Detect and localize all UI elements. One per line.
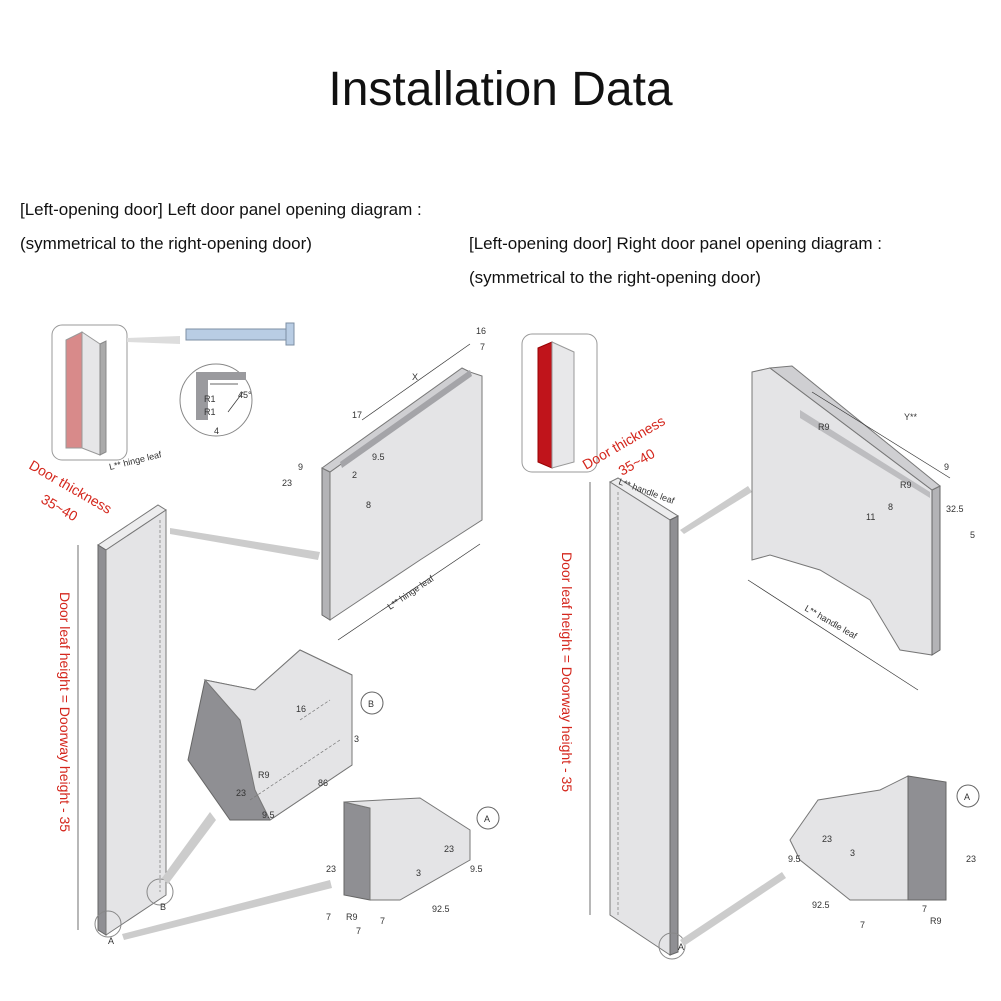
dim-ar9: R9 (346, 912, 358, 922)
dim-r8: 8 (888, 502, 893, 512)
marker-b: B (368, 699, 374, 709)
left-door-thumbnail (51, 324, 128, 461)
right-handle-leaf-large: L** handle leaf (803, 603, 859, 641)
right-caption-line1: [Left-opening door] Right door panel ope… (469, 234, 883, 253)
dim-8: 8 (366, 500, 371, 510)
dim-br9: R9 (258, 770, 270, 780)
dim-23: 23 (282, 478, 292, 488)
right-caption-line2: (symmetrical to the right-opening door) (469, 268, 761, 287)
dim-a92-5: 92.5 (432, 904, 450, 914)
dim-4: 4 (214, 426, 219, 436)
dim-2: 2 (352, 470, 357, 480)
dim-ra7b: 7 (922, 904, 927, 914)
dim-r9b: R9 (900, 480, 912, 490)
dim-r9a: R9 (818, 422, 830, 432)
left-caption-line1: [Left-opening door] Left door panel open… (20, 200, 422, 219)
dim-ra23b: 23 (966, 854, 976, 864)
page-title: Installation Data (328, 63, 673, 116)
dim-y: Y** (904, 412, 918, 422)
left-marker-a-small: A (108, 936, 114, 946)
left-door-diagram: R1 R1 45° 4 Door thickness 35~40 Door le… (27, 322, 500, 946)
marker-a-left: A (484, 814, 490, 824)
dim-a3: 3 (416, 868, 421, 878)
left-tall-door (97, 504, 167, 936)
dim-b16: 16 (296, 704, 306, 714)
dim-ra23a: 23 (822, 834, 832, 844)
right-handle-panel (751, 365, 941, 656)
dim-a23b: 23 (444, 844, 454, 854)
dim-r32-5: 32.5 (946, 504, 964, 514)
dim-b9-5: 9.5 (262, 810, 275, 820)
right-tall-door (608, 477, 680, 956)
dim-r9: 9 (944, 462, 949, 472)
dim-a7b: 7 (380, 916, 385, 926)
marker-a-right: A (964, 792, 970, 802)
right-door-thumbnail (521, 333, 598, 473)
dim-r1b: R1 (204, 407, 216, 417)
dim-r11: 11 (866, 512, 875, 522)
dim-9-5: 9.5 (372, 452, 385, 462)
right-marker-a-small: A (678, 942, 684, 952)
detail-a-right (789, 775, 947, 901)
hinge-strip-icon (185, 322, 295, 346)
dim-17: 17 (352, 410, 362, 420)
hinge-profile-detail (179, 363, 253, 437)
dim-ra9-5: 9.5 (788, 854, 801, 864)
left-hinge-leaf-large: L** hinge leaf (386, 573, 436, 612)
dim-a7c: 7 (356, 926, 361, 936)
dim-ra3: 3 (850, 848, 855, 858)
dim-7: 7 (480, 342, 485, 352)
dim-45: 45° (238, 390, 252, 400)
right-door-diagram: Door thickness 35~40 Door leaf height = … (521, 333, 980, 960)
dim-a23a: 23 (326, 864, 336, 874)
dim-b86: 86 (318, 778, 328, 788)
dim-rar9: R9 (930, 916, 942, 926)
dim-ra92-5: 92.5 (812, 900, 830, 910)
dim-r5: 5 (970, 530, 975, 540)
dim-x: X (412, 372, 418, 382)
right-leaf-height-label: Door leaf height = Doorway height - 35 (559, 552, 575, 792)
dim-b3: 3 (354, 734, 359, 744)
dim-ra7a: 7 (860, 920, 865, 930)
dim-9: 9 (298, 462, 303, 472)
left-leaf-height-label: Door leaf height = Doorway height - 35 (57, 592, 73, 832)
dim-r1a: R1 (204, 394, 216, 404)
dim-b23: 23 (236, 788, 246, 798)
left-caption-line2: (symmetrical to the right-opening door) (20, 234, 312, 253)
dim-a7a: 7 (326, 912, 331, 922)
left-marker-b-small: B (160, 902, 166, 912)
dim-16: 16 (476, 326, 486, 336)
detail-a-left (343, 797, 471, 901)
left-hinge-panel (321, 367, 483, 621)
dim-a9-5: 9.5 (470, 864, 483, 874)
detail-b (187, 649, 353, 821)
